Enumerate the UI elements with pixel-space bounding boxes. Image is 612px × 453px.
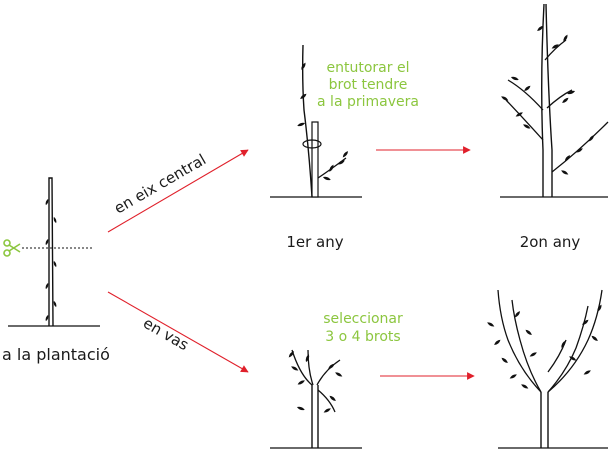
branch-right	[317, 389, 336, 413]
left-branch-lower	[505, 99, 544, 141]
vase-label: en vas	[140, 314, 192, 354]
stake-note-line2: brot tendre	[329, 77, 408, 93]
vase-trunk	[540, 392, 549, 448]
inner-left-branch	[511, 299, 542, 393]
vase-year2-tree	[486, 289, 608, 449]
central-year1-tree: entutorar el brot tendre a la primavera	[270, 44, 419, 198]
arrow-to-central	[107, 149, 249, 233]
branch-left	[291, 349, 313, 386]
select-note-line2: 3 o 4 brots	[325, 329, 400, 345]
arrow-to-vase	[107, 291, 249, 373]
planting-tree: a la plantació	[2, 177, 110, 364]
branch-mid-left	[307, 349, 314, 386]
tie	[302, 139, 322, 149]
stake	[311, 121, 319, 198]
outer-left-branch	[497, 289, 542, 393]
vase-year1-tree: seleccionar 3 o 4 brots	[270, 311, 403, 449]
right-branch-lower	[551, 121, 609, 173]
central-trunk	[541, 3, 553, 197]
central-year2-tree	[500, 3, 609, 198]
stake-note-line1: entutorar el	[327, 60, 410, 76]
scissors-icon	[3, 239, 21, 257]
right-branch-upper	[546, 89, 573, 109]
top-branch	[544, 39, 567, 61]
vase-trunk	[311, 385, 319, 448]
whip-trunk	[48, 177, 54, 327]
year2-label: 2on any	[520, 233, 581, 251]
planting-label: a la plantació	[2, 345, 110, 364]
branch-mid-right	[316, 359, 341, 386]
year1-label: 1er any	[286, 233, 343, 251]
outer-right-branch	[547, 289, 603, 393]
inner-right-branch	[547, 305, 589, 393]
buds	[44, 198, 58, 322]
central-leader-label: en eix central	[111, 150, 209, 217]
stake-note-line3: a la primavera	[317, 94, 419, 110]
left-branch-upper	[507, 79, 544, 111]
select-note-line1: seleccionar	[323, 311, 403, 327]
